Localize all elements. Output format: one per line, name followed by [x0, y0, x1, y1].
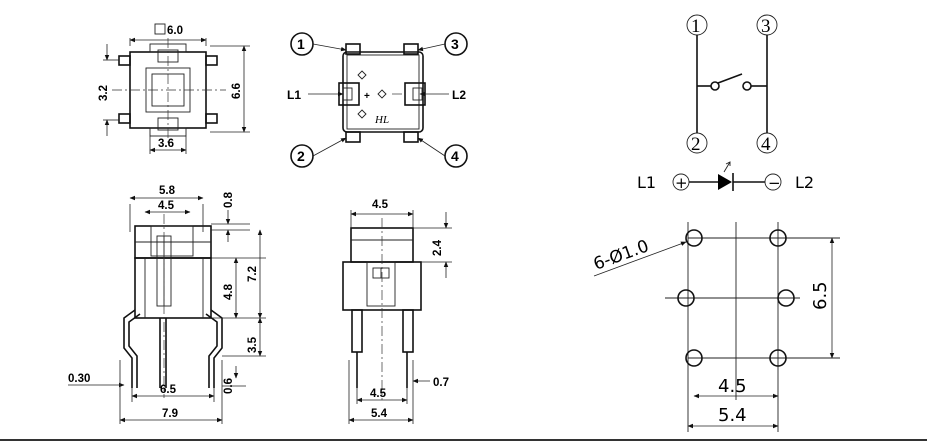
svg-text:1: 1	[691, 16, 701, 37]
pcb-height-dim: 6.5	[810, 281, 831, 310]
front-cap-height: 2.4	[432, 239, 444, 256]
schematic-l2: L2	[795, 173, 814, 192]
pcb-outer-dim: 5.4	[718, 405, 747, 426]
switch-schematic: 1 3 2 4	[686, 14, 778, 155]
top-square-dim: 6.0	[167, 25, 183, 37]
pcb-hole	[777, 289, 795, 307]
top-view: 6.0 6.6 3.2 3.6	[98, 23, 250, 154]
svg-text:+: +	[675, 174, 688, 192]
pcb-hole	[677, 289, 695, 307]
front-lead-spacing: 4.5	[370, 388, 387, 400]
pin-view: + HL 1 3 2 4 L1 L2	[287, 32, 468, 168]
side-total-width: 7.9	[162, 408, 178, 420]
led-symbol: L1 + − L2	[637, 161, 814, 192]
top-height-dim: 6.6	[231, 83, 243, 99]
pin-pad-2	[345, 131, 361, 143]
top-bottom-dim: 3.6	[158, 138, 174, 150]
svg-text:1: 1	[297, 36, 305, 52]
pcb-hole	[685, 349, 703, 367]
svg-text:3: 3	[451, 36, 459, 52]
side-lead-foot: 0.6	[223, 378, 235, 394]
diamond-mark	[357, 70, 367, 80]
led-label-l2: L2	[452, 88, 466, 102]
cathode-terminal	[764, 173, 782, 191]
pcb-hole	[769, 349, 787, 367]
diamond-mark	[377, 89, 387, 99]
front-view: 4.5 2.4 4.5 5.4 0.7	[342, 199, 452, 424]
schematic-l1: L1	[637, 173, 656, 192]
svg-text:2: 2	[297, 148, 305, 164]
side-view: 5.8 4.5 0.8 7.2 4.8 3.5 0.6 0.30 6.5	[68, 185, 266, 424]
side-lead-spacing: 6.5	[160, 384, 177, 396]
side-body-height: 7.2	[247, 266, 259, 282]
side-lead-thickness: 0.30	[68, 373, 90, 385]
side-lead-length: 3.5	[247, 336, 259, 353]
svg-text:2: 2	[691, 134, 701, 155]
hole-spec: 6-Ø1.0	[591, 236, 652, 274]
top-pitch-dim: 3.2	[98, 85, 110, 101]
front-cap-width: 4.5	[372, 199, 389, 211]
side-stem-height: 4.8	[223, 283, 235, 300]
svg-text:−: −	[768, 174, 781, 192]
center-plus: +	[364, 91, 370, 102]
square-symbol	[154, 23, 166, 35]
pcb-layout: 6-Ø1.0 6.5 4.5 5.4	[591, 222, 840, 432]
pcb-hole	[685, 229, 703, 247]
pcb-inner-dim: 4.5	[718, 376, 747, 397]
svg-text:4: 4	[761, 134, 771, 155]
led-label-l1: L1	[287, 88, 301, 102]
front-body-width: 5.4	[371, 408, 388, 420]
svg-text:3: 3	[761, 16, 771, 37]
side-stem-width: 4.5	[158, 200, 175, 212]
diode-triangle	[718, 174, 732, 190]
front-lead-width: 0.7	[433, 377, 449, 389]
pin-pad-4	[403, 131, 419, 143]
logo-mark: HL	[374, 114, 389, 126]
diamond-mark	[357, 109, 367, 119]
pcb-hole	[769, 229, 787, 247]
side-cap-width: 5.8	[159, 185, 176, 197]
svg-text:4: 4	[451, 148, 459, 164]
side-cap-height: 0.8	[223, 191, 235, 208]
